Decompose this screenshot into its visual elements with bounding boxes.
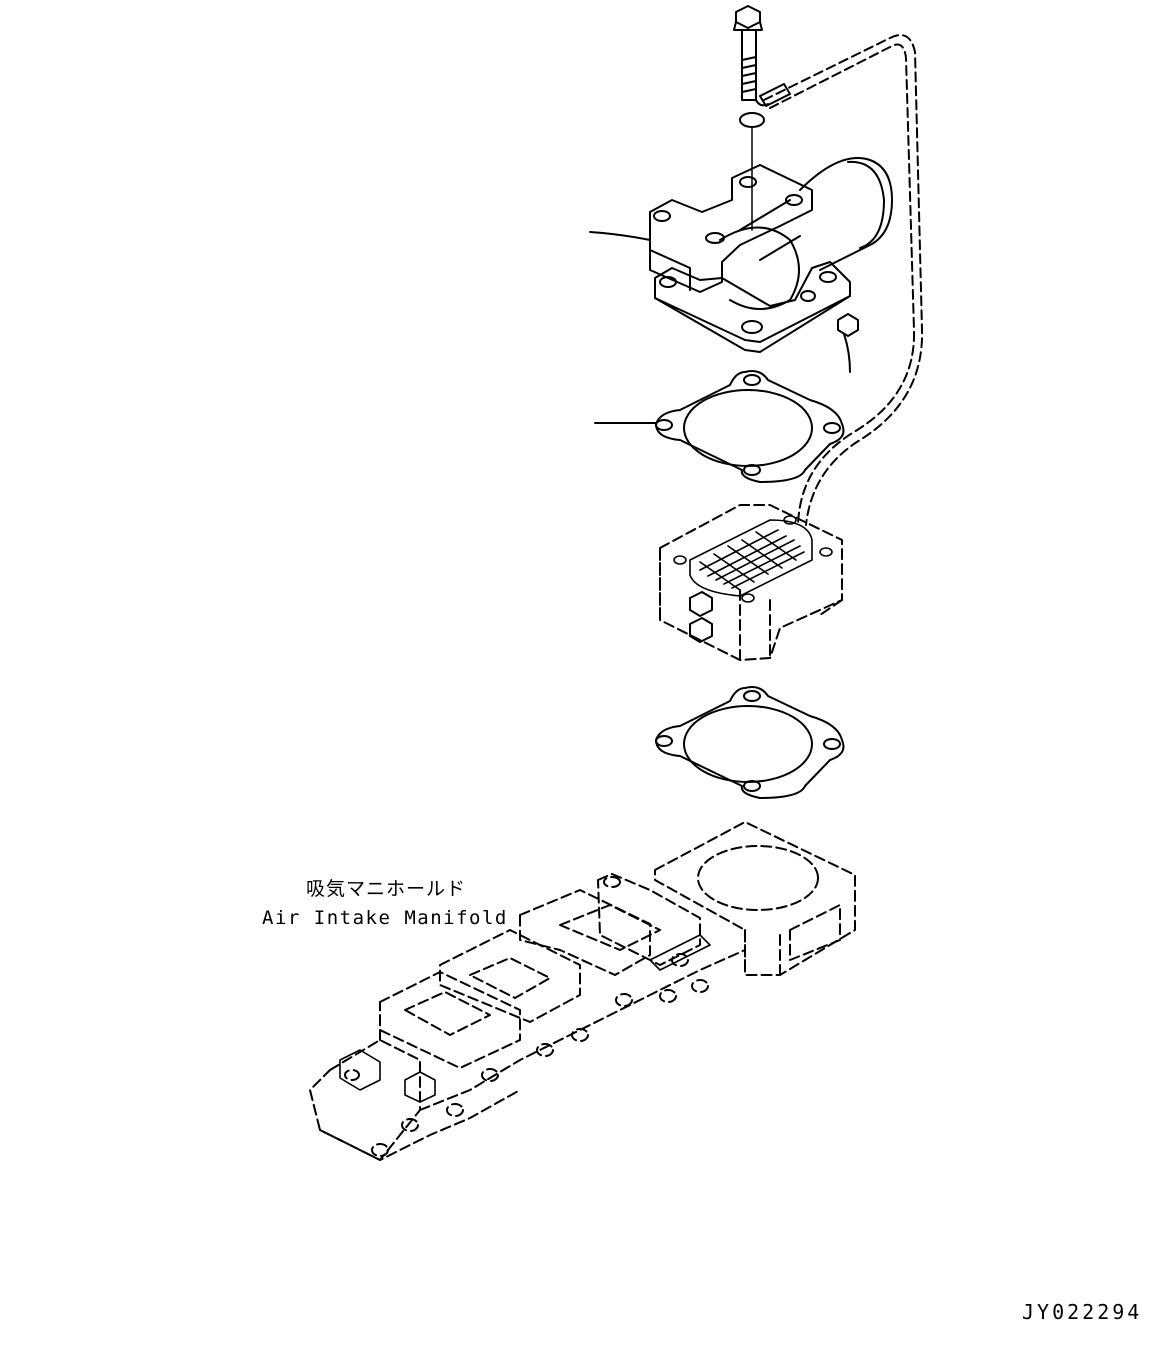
gasket-upper — [655, 370, 845, 483]
sensor-tube — [763, 34, 924, 526]
air-intake-manifold — [309, 821, 856, 1161]
tube-fitting — [755, 83, 791, 107]
manifold-label-jp: 吸気マニホールド — [306, 878, 467, 900]
gasket-lower — [655, 686, 845, 799]
manifold-solid-details — [339, 934, 711, 1103]
valve-housing — [649, 157, 893, 353]
drawing-number: JY022294 — [1022, 1300, 1143, 1324]
intake-heater-block — [659, 504, 843, 661]
washer — [739, 112, 765, 128]
flange-bolt — [733, 5, 763, 101]
leader-line-housing — [589, 231, 651, 241]
heater-terminals — [689, 591, 713, 643]
sensor-plug — [837, 313, 859, 373]
heater-grid — [673, 515, 833, 603]
manifold-label-en: Air Intake Manifold — [262, 907, 508, 929]
